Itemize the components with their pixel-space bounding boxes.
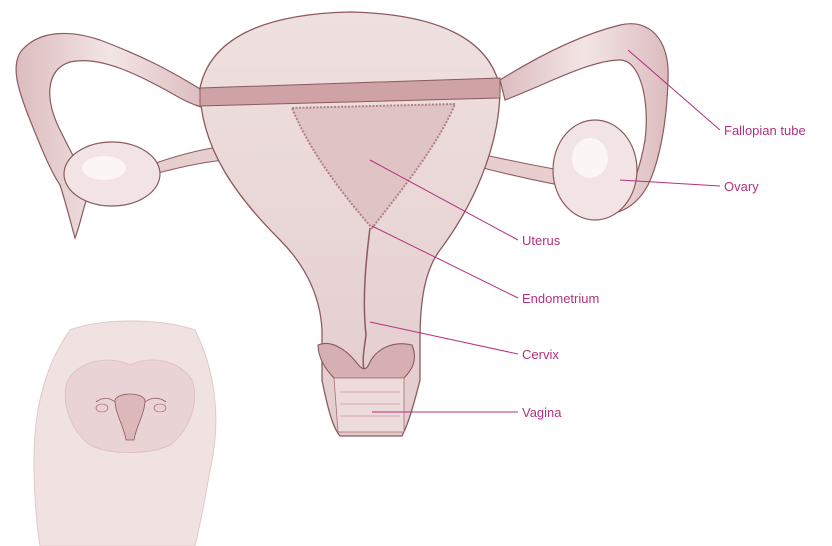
- inset-pelvis-figure: [34, 321, 216, 546]
- left-ovary-highlight: [82, 156, 126, 180]
- inset-left-ovary: [96, 404, 108, 412]
- label-uterus: Uterus: [522, 233, 561, 248]
- inset-right-ovary: [154, 404, 166, 412]
- label-vagina: Vagina: [522, 405, 562, 420]
- leader-fallopian-tube: [628, 50, 720, 130]
- label-cervix: Cervix: [522, 347, 559, 362]
- right-ovary-highlight: [572, 138, 608, 178]
- vagina-canal: [334, 378, 404, 432]
- label-ovary: Ovary: [724, 179, 759, 194]
- label-fallopian-tube: Fallopian tube: [724, 123, 806, 138]
- left-fallopian-tube: [16, 33, 205, 238]
- label-endometrium: Endometrium: [522, 291, 599, 306]
